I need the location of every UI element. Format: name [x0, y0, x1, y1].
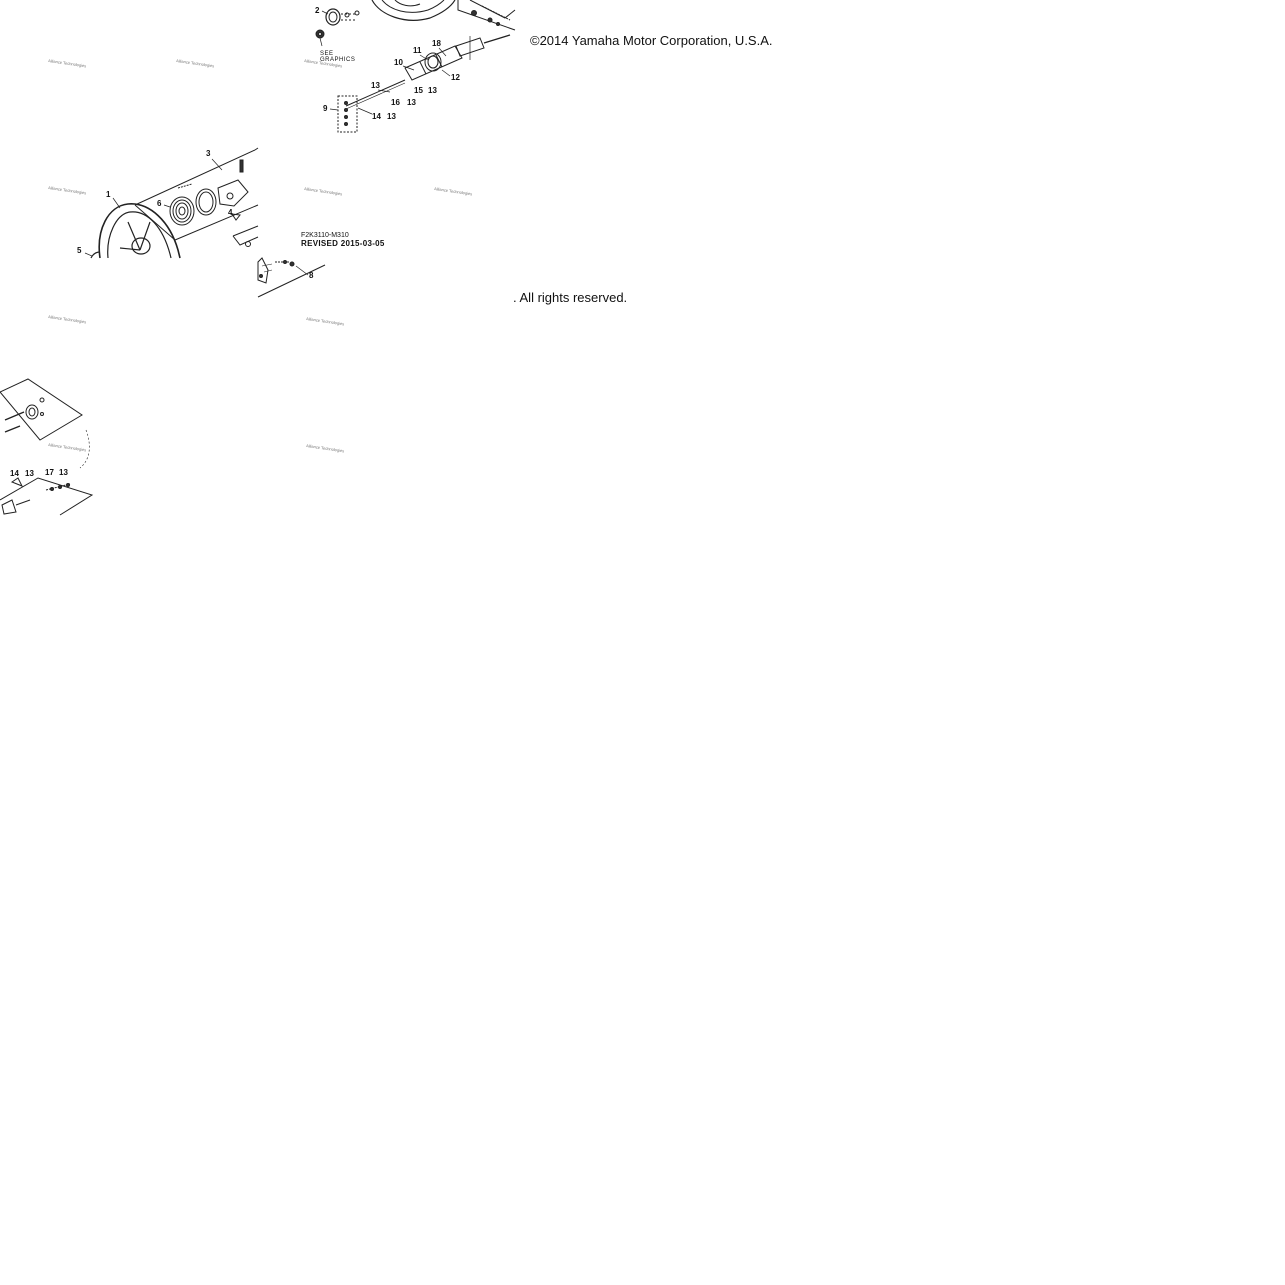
watermark: Alliance Technologies: [306, 443, 345, 453]
watermark: Alliance Technologies: [306, 316, 345, 326]
lower-column-assembly: [0, 378, 94, 516]
watermark: Alliance Technologies: [304, 186, 343, 196]
see-graphics-label: GRAPHICS: [320, 57, 355, 63]
steering-column-shaft: [337, 34, 511, 133]
callout-18: 18: [432, 39, 441, 48]
watermark: Alliance Technologies: [48, 58, 87, 68]
horn-spring-hub: [169, 159, 251, 247]
watermark: Alliance Technologies: [48, 185, 87, 195]
watermark: Alliance Technologies: [304, 58, 343, 68]
callout-11: 11: [413, 46, 422, 55]
steering-wheel-main: [90, 203, 181, 259]
callout-5: 5: [77, 246, 82, 255]
callout-12: 12: [451, 73, 460, 82]
callout-15-sub: 13: [428, 86, 437, 95]
callout-14-lower-sub: 13: [25, 469, 34, 478]
watermark: Alliance Technologies: [48, 314, 87, 324]
callout-8: 8: [309, 271, 314, 280]
callout-6: 6: [157, 199, 162, 208]
nut-washer-assembly: [315, 8, 360, 47]
see-graphics-label: SEE: [320, 51, 334, 57]
callout-14-sub: 13: [387, 112, 396, 121]
rights-reserved-line: . All rights reserved.: [513, 290, 628, 305]
callout-9: 9: [323, 104, 328, 113]
copyright-line: ©2014 Yamaha Motor Corporation, U.S.A.: [530, 33, 773, 48]
callout-17: 17: [45, 468, 54, 477]
callout-3: 3: [206, 149, 211, 158]
watermark: Alliance Technologies: [434, 186, 473, 196]
watermark: Alliance Technologies: [48, 442, 87, 452]
callout-15: 15: [414, 86, 423, 95]
callout-4: 4: [228, 208, 233, 217]
steering-parts-diagram: Alliance Technologies Alliance Technolog…: [0, 0, 516, 516]
watermark: Alliance Technologies: [176, 58, 215, 68]
callout-2: 2: [315, 6, 320, 15]
callout-16-sub: 13: [407, 98, 416, 107]
steering-wheel-top-partial: [371, 0, 456, 21]
part-number: F2K3110-M310: [301, 232, 349, 239]
column-cover-panel: [134, 147, 259, 246]
steering-bracket-panel: [457, 0, 516, 31]
callout-17-sub: 13: [59, 468, 68, 477]
callout-13: 13: [371, 81, 380, 90]
lower-bracket-panel: [257, 257, 326, 298]
callout-1: 1: [106, 190, 111, 199]
callout-10: 10: [394, 58, 403, 67]
callout-14: 14: [372, 112, 381, 121]
revision-date: REVISED 2015-03-05: [301, 239, 385, 248]
callout-14-lower: 14: [10, 469, 19, 478]
watermarks: Alliance Technologies Alliance Technolog…: [48, 58, 473, 453]
callout-16: 16: [391, 98, 400, 107]
